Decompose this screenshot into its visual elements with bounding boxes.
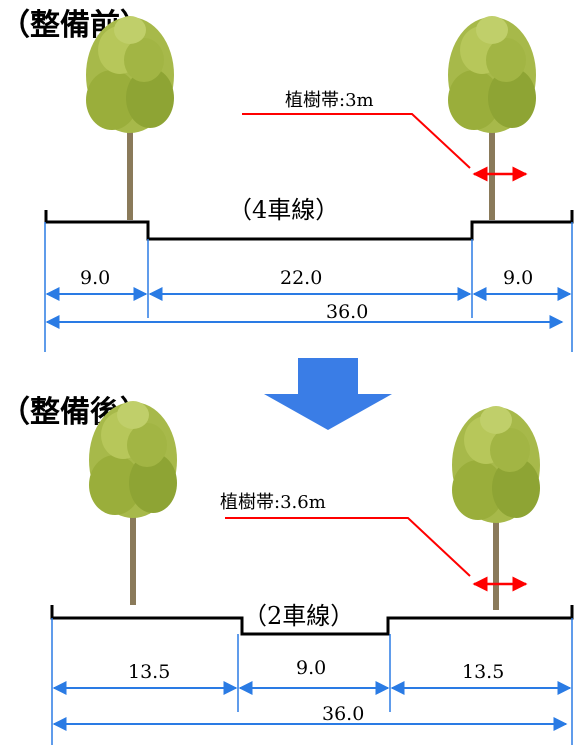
after-road-profile: [50, 605, 574, 636]
after-dim-right-value: 13.5: [462, 661, 504, 683]
before-planting-label: 植樹帯:3m: [285, 90, 374, 111]
after-planting-leader: [225, 517, 471, 577]
before-dim-right-value: 9.0: [503, 267, 533, 289]
after-planting-label: 植樹帯:3.6m: [220, 492, 326, 513]
before-dim-center-value: 22.0: [280, 267, 322, 289]
tree-right-after: [452, 406, 540, 610]
before-lanes-label: （4車線）: [228, 196, 339, 224]
after-dim-center-value: 9.0: [296, 657, 326, 679]
after-extension-lines: [51, 618, 573, 745]
after-dim-left-value: 13.5: [128, 661, 170, 683]
transition-down-arrow: [264, 358, 392, 430]
tree-right-before: [448, 16, 536, 220]
tree-left-before: [86, 16, 174, 220]
before-dim-left-value: 9.0: [80, 267, 110, 289]
after-dim-total-value: 36.0: [322, 703, 364, 725]
before-dim-total-value: 36.0: [326, 301, 368, 323]
before-extension-lines: [44, 222, 573, 352]
before-planting-leader: [242, 113, 471, 169]
after-lanes-label: （2車線）: [243, 602, 354, 630]
before-road-profile: [44, 210, 574, 241]
tree-left-after: [89, 401, 177, 605]
